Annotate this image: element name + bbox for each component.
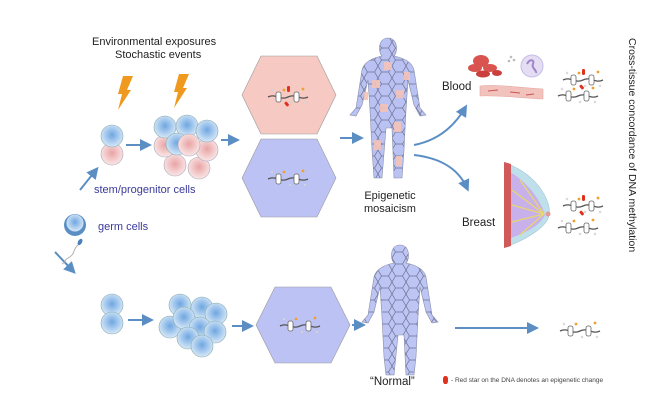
breast-tissue-icon	[504, 162, 551, 248]
header-line-2: Stochastic events	[115, 49, 202, 61]
germ-cell-icon	[61, 214, 86, 265]
stem-cells-label: stem/progenitor cells	[94, 184, 196, 196]
two-cell-stage-mixed	[100, 124, 124, 166]
red-blood-cells-icon	[468, 55, 502, 78]
mosaicism-label-line2: mosaicism	[364, 203, 416, 215]
germ-cells-label: germ cells	[98, 221, 149, 233]
legend-text: - Red star on the DNA denotes an epigene…	[451, 376, 604, 384]
legend: - Red star on the DNA denotes an epigene…	[443, 376, 603, 384]
arrow-to-breast	[413, 154, 470, 192]
cell-cluster-mixed	[153, 114, 219, 180]
lightning-bolt-icon	[174, 74, 189, 108]
arrow	[79, 166, 99, 191]
human-body-normal	[361, 244, 439, 376]
blood-label: Blood	[442, 81, 472, 93]
two-cell-stage-normal	[100, 293, 124, 335]
arrow-to-blood	[413, 104, 468, 146]
concordance-axis-label: Cross-tissue concordance of DNA methylat…	[626, 38, 638, 253]
normal-label: “Normal”	[370, 376, 415, 388]
breast-label: Breast	[462, 217, 496, 229]
hexagon-altered	[241, 55, 337, 135]
platelet-icon	[507, 55, 516, 63]
white-blood-cell-icon	[520, 54, 544, 78]
mosaicism-label-line1: Epigenetic	[364, 190, 416, 202]
cell-cluster-normal	[158, 293, 228, 358]
red-star-icon	[443, 376, 448, 384]
arrow	[54, 251, 76, 274]
header-line-1: Environmental exposures	[92, 36, 217, 48]
lightning-bolt-icon	[118, 76, 133, 110]
blood-vessel-icon	[479, 85, 544, 100]
mosaicism-label: Epigenetic mosaicism	[360, 190, 420, 216]
human-body-mosaic	[349, 37, 427, 179]
